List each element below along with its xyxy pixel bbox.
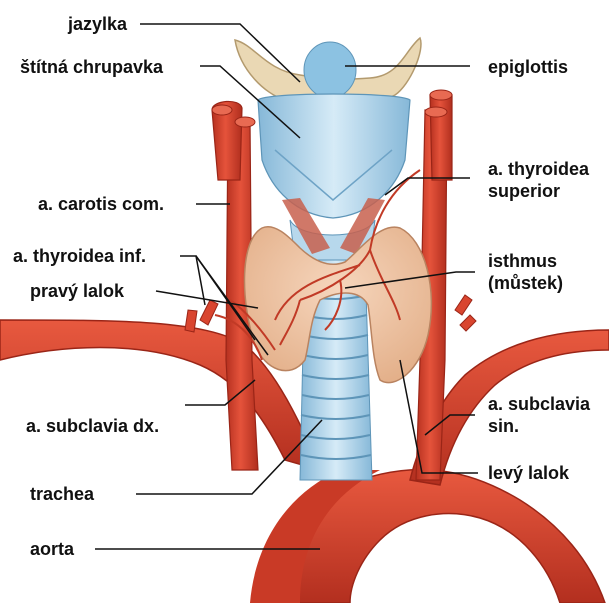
label-subclavia-sin: a. subclavia sin. (488, 393, 590, 437)
aorta-shape (250, 470, 605, 603)
label-carotis: a. carotis com. (38, 193, 164, 215)
label-subclavia-sin-line2: sin. (488, 415, 590, 437)
label-isthmus-line2: (můstek) (488, 272, 563, 294)
label-jazylka: jazylka (68, 13, 127, 35)
label-aorta: aorta (30, 538, 74, 560)
label-thyroidea-superior-line1: a. thyroidea (488, 158, 589, 180)
label-stitna-chrupavka: štítná chrupavka (20, 56, 163, 78)
label-levy-lalok: levý lalok (488, 462, 569, 484)
label-thyroidea-inf: a. thyroidea inf. (13, 245, 146, 267)
epiglottis-shape (304, 42, 356, 98)
label-epiglottis: epiglottis (488, 56, 568, 78)
label-thyroidea-superior-line2: superior (488, 180, 589, 202)
label-subclavia-sin-line1: a. subclavia (488, 393, 590, 415)
label-isthmus: isthmus (můstek) (488, 250, 563, 294)
label-thyroidea-superior: a. thyroidea superior (488, 158, 589, 202)
label-isthmus-line1: isthmus (488, 250, 563, 272)
label-trachea: trachea (30, 483, 94, 505)
label-subclavia-dx: a. subclavia dx. (26, 415, 159, 437)
label-pravy-lalok: pravý lalok (30, 280, 124, 302)
